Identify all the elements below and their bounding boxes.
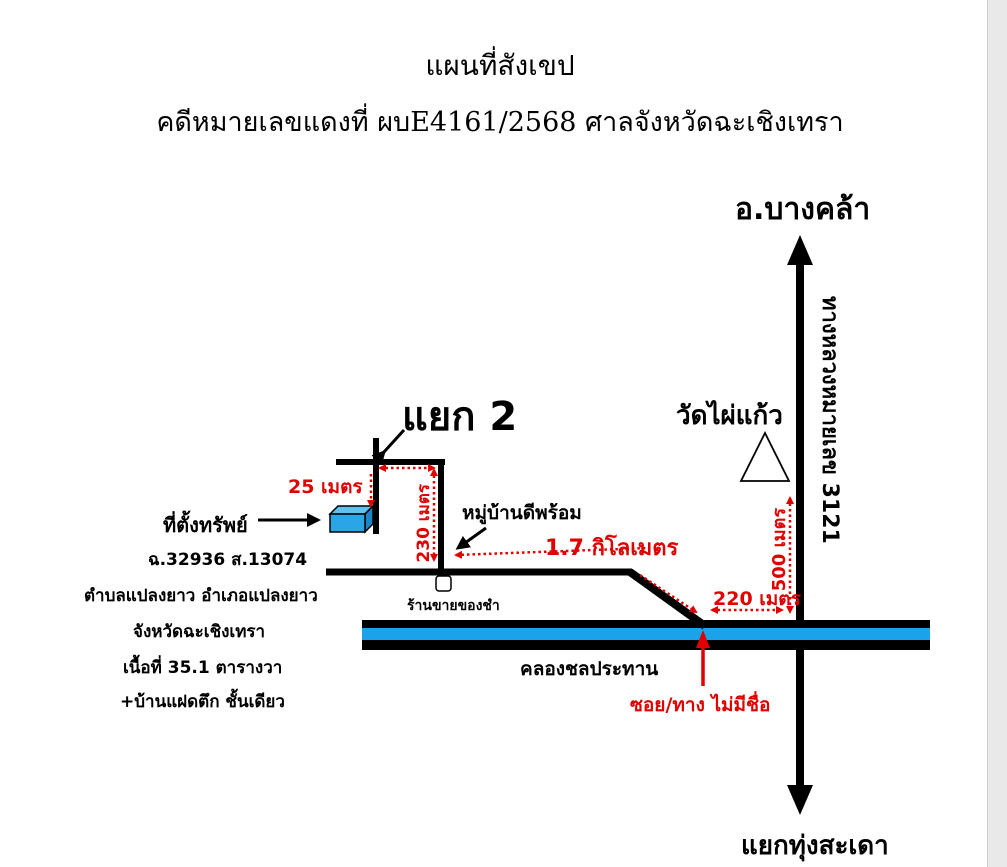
canal-label: คลองชลประทาน: [520, 658, 659, 680]
village-road: [326, 568, 708, 630]
distance-500m: 500 เมตร: [769, 508, 790, 592]
highway-3121: [787, 235, 813, 815]
distance-220m: 220 เมตร: [713, 588, 801, 610]
canal-road: [362, 620, 930, 650]
map-title: แผนที่สังเขป: [425, 49, 575, 82]
property-info-building: +บ้านแฝดตึก ชั้นเดียว: [120, 692, 285, 712]
temple-label: วัดไผ่แก้ว: [676, 401, 783, 431]
north-arrow-head: [787, 235, 813, 265]
vertical-scrollbar[interactable]: [987, 0, 1007, 867]
highway-label: ทางหลวงหมายเลข 3121: [817, 296, 842, 544]
junction-label: แยก 2: [402, 394, 518, 440]
junction-pointer-arrow: [371, 428, 406, 465]
village-pointer-arrow: [455, 526, 487, 550]
shop-marker: [435, 575, 452, 592]
case-number-line: คดีหมายเลขแดงที่ ผบE4161/2568 ศาลจังหวัด…: [156, 107, 844, 138]
property-info-deed: ฉ.32936 ส.13074: [148, 550, 308, 570]
village-label: หมู่บ้านดีพร้อม: [462, 502, 582, 524]
south-arrow-head: [787, 785, 813, 815]
property-info-location: ตำบลแปลงยาว อำเภอแปลงยาว: [84, 586, 318, 606]
south-label: แยกทุ่งสะเดา: [741, 831, 889, 861]
distance-25m: 25 เมตร: [288, 476, 363, 498]
north-label: อ.บางคล้า: [735, 192, 871, 227]
distance-1-7km: 1.7 กิโลเมตร: [545, 536, 679, 561]
temple-triangle: [739, 430, 791, 482]
property-info-area: เนื้อที่ 35.1 ตารางวา: [123, 658, 283, 678]
shop-label: ร้านขายของชำ: [407, 598, 500, 614]
property-label: ที่ตั้งทรัพย์: [163, 513, 248, 537]
soi-label: ซอย/ทาง ไม่มีชื่อ: [630, 694, 771, 716]
property-box: [328, 504, 375, 534]
property-info-province: จังหวัดฉะเชิงเทรา: [133, 622, 266, 642]
distance-230m: 230 เมตร: [414, 484, 434, 563]
distance-lines: [367, 464, 794, 614]
